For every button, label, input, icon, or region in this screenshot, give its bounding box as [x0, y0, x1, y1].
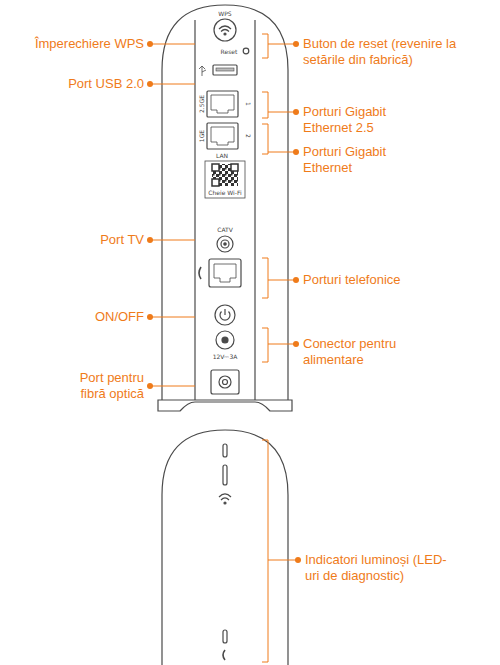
leader-dot	[293, 109, 299, 115]
wifi-led-icon	[219, 494, 231, 500]
leader-dot	[293, 41, 299, 47]
leader-dot	[293, 277, 299, 283]
callout-label: Port pentru fibră optică	[54, 370, 144, 402]
phone-port	[209, 259, 241, 287]
router-stand	[158, 400, 292, 411]
ethernet-socket	[211, 127, 234, 145]
phone-led-icon	[223, 650, 225, 660]
leader-dot	[147, 314, 153, 320]
ethernet-port	[207, 123, 238, 149]
wps-icon	[224, 33, 226, 35]
coax-pin	[224, 243, 226, 245]
fiber-connector	[223, 380, 228, 385]
coax-port	[217, 236, 233, 252]
callout-label: Buton de reset (revenire la setările din…	[303, 36, 463, 68]
led-indicator	[223, 444, 227, 457]
led-indicator	[223, 630, 227, 643]
leader-dot	[295, 557, 301, 563]
leader-line	[150, 84, 195, 85]
tiny-print: 1	[245, 102, 252, 106]
panel-edge	[254, 20, 255, 400]
callout-label: Împerechiere WPS	[9, 36, 144, 52]
leader-line	[150, 317, 195, 318]
leader-dot	[293, 149, 299, 155]
router-body	[162, 5, 288, 400]
leader-dot	[147, 81, 153, 87]
usb-port	[216, 68, 234, 71]
power-connector	[216, 331, 234, 349]
bracket	[262, 92, 296, 118]
router-front-body	[162, 430, 288, 665]
leader-dot	[147, 383, 153, 389]
qr-finder	[212, 164, 219, 171]
wps-button	[214, 19, 236, 41]
tiny-print: 12V⎓3A	[213, 353, 238, 360]
reset-hole	[243, 48, 249, 54]
callout-label: Conector pentru alimentare	[303, 336, 421, 368]
callout-label: Porturi Gigabit Ethernet 2.5	[303, 104, 421, 136]
qr-sticker	[205, 161, 245, 198]
tiny-print: 2	[245, 134, 252, 138]
bracket	[262, 34, 296, 58]
bracket	[262, 328, 296, 362]
ethernet-socket	[211, 95, 234, 113]
coax-port	[221, 240, 229, 248]
bracket	[262, 124, 296, 154]
leader-dot	[293, 341, 299, 347]
tiny-print: WPS	[218, 10, 231, 17]
usb-symbol	[199, 66, 206, 76]
callout-label: Port TV	[9, 232, 144, 248]
callout-label: Porturi Gigabit Ethernet	[303, 144, 421, 176]
leader-line	[150, 44, 195, 45]
phone-symbol	[199, 267, 201, 279]
tiny-print: 2.5GE	[198, 95, 205, 113]
qr-finder	[212, 179, 219, 186]
usb-port	[213, 65, 237, 75]
power-symbol	[220, 309, 230, 320]
callout-label: ON/OFF	[9, 309, 144, 325]
led-indicator	[223, 465, 227, 485]
fiber-connector	[219, 376, 231, 388]
callout-label: Indicatori luminoși (LED-uri de diagnost…	[305, 552, 457, 584]
phone-socket	[214, 264, 236, 282]
power-pin	[222, 337, 228, 343]
bracket	[262, 258, 296, 298]
callout-label: Porturi telefonice	[303, 272, 463, 288]
tiny-print: CATV	[217, 226, 233, 233]
wifi-led-icon	[224, 502, 226, 504]
leader-line	[150, 240, 195, 241]
leader-dot	[147, 41, 153, 47]
callout-label: Port USB 2.0	[9, 76, 144, 92]
leader-line	[150, 386, 195, 387]
tiny-print: LAN	[216, 152, 228, 159]
tiny-print: 1GE	[198, 130, 205, 142]
panel-edge	[194, 20, 195, 400]
qr-code	[212, 164, 238, 186]
bracket	[262, 440, 298, 662]
tiny-print: Reset	[221, 48, 238, 55]
ethernet-port	[207, 91, 238, 117]
fiber-port	[211, 370, 239, 394]
power-button	[215, 305, 235, 325]
tiny-print: Cheie Wi-Fi	[208, 189, 241, 196]
leader-dot	[147, 237, 153, 243]
wps-icon	[219, 26, 231, 32]
qr-finder	[231, 164, 238, 171]
